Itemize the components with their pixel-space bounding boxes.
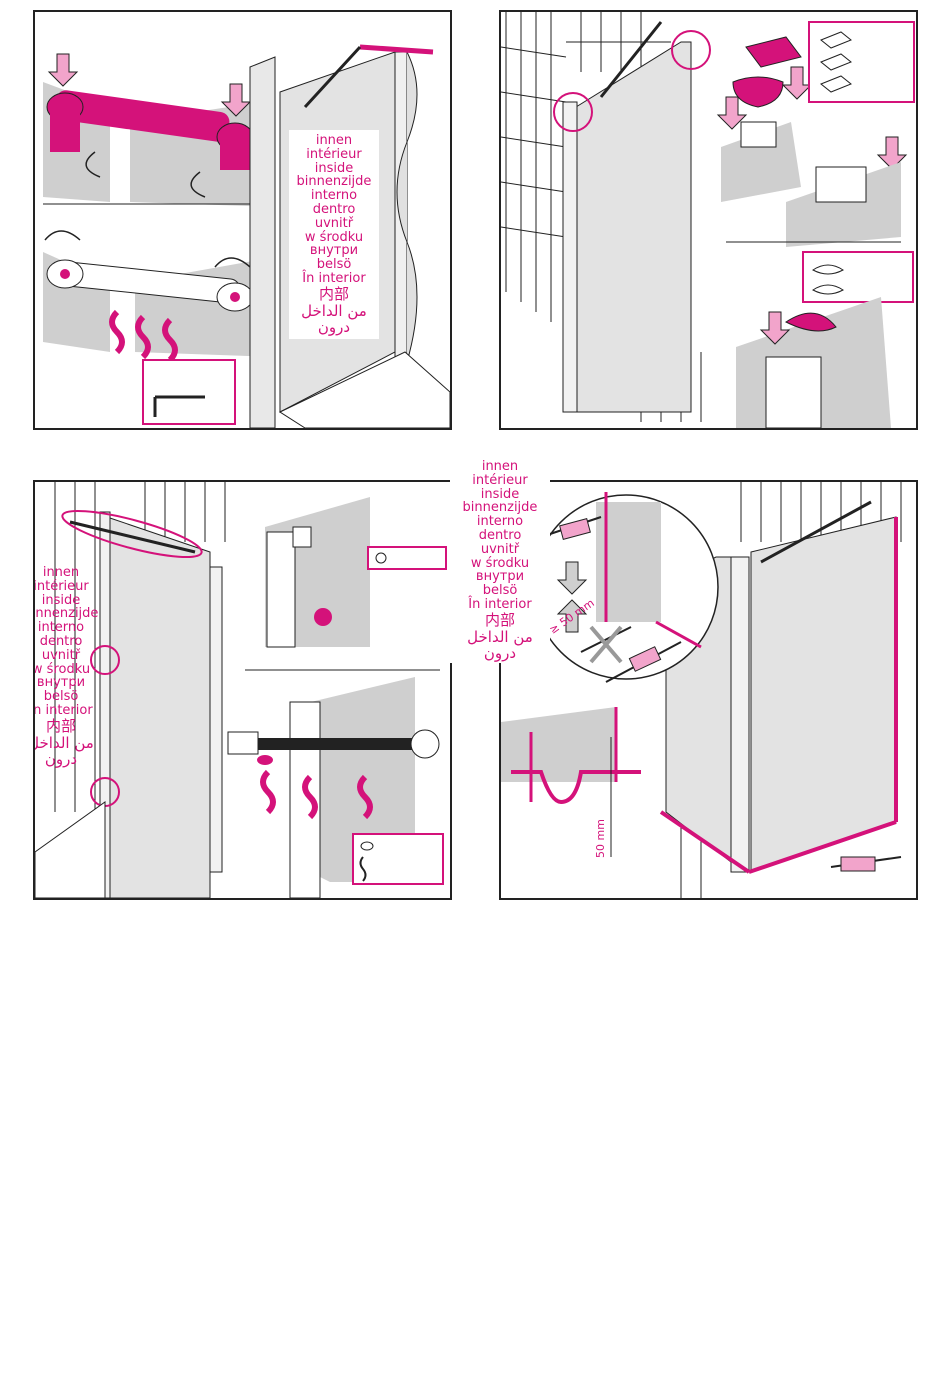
label-en: inside xyxy=(314,160,354,176)
step-panel-2 xyxy=(499,10,918,430)
label-de: innen xyxy=(42,565,80,580)
label-it: interno xyxy=(37,620,85,636)
label-nl: binnenzijde xyxy=(35,606,99,622)
label-cs: uvnitř xyxy=(314,215,354,231)
label-nl: binnenzijde xyxy=(462,500,538,516)
label-hu: belsö xyxy=(482,583,518,599)
label-pl: w środku xyxy=(470,555,530,571)
label-ar: من الداخل xyxy=(301,301,367,320)
label-en: inside xyxy=(41,592,81,608)
label-zh: 内部 xyxy=(484,610,515,629)
label-fa: درون xyxy=(44,749,78,768)
label-fr: intérieur xyxy=(472,472,528,488)
label-ar: من الداخل xyxy=(33,733,94,752)
label-ro: În interior xyxy=(302,270,366,286)
label-ru: внутри xyxy=(36,675,86,691)
label-zh: 内部 xyxy=(45,716,76,735)
label-pl: w środku xyxy=(33,661,91,677)
label-en: inside xyxy=(480,486,520,502)
panel-2-illustration xyxy=(501,12,915,428)
label-pl: w środku xyxy=(304,229,364,245)
label-de: innen xyxy=(315,133,353,148)
label-es: dentro xyxy=(312,201,356,217)
label-hu: belsö xyxy=(43,689,79,705)
panel-4-illustration xyxy=(501,482,902,898)
step-panel-3: innen intérieur inside binnenzijde inter… xyxy=(33,480,452,900)
label-fr: intérieur xyxy=(33,578,89,594)
inside-label-list: innen intérieur inside binnenzijde inter… xyxy=(450,458,550,663)
step-panel-1: innen intérieur inside binnenzijde inter… xyxy=(33,10,452,430)
panel-3-illustration xyxy=(35,482,447,898)
label-de: innen xyxy=(481,459,519,474)
label-zh: 内部 xyxy=(318,284,349,303)
label-fr: intérieur xyxy=(306,146,362,162)
distance-label: 50 mm xyxy=(593,819,607,858)
label-fa: درون xyxy=(483,643,517,662)
inside-label-list: innen intérieur inside binnenzijde inter… xyxy=(289,130,379,339)
label-cs: uvnitř xyxy=(41,647,81,663)
label-es: dentro xyxy=(39,633,83,649)
panel-1-illustration xyxy=(43,44,450,428)
tile-grid xyxy=(54,482,226,812)
label-ru: внутри xyxy=(475,569,525,585)
label-fa: درون xyxy=(317,317,351,336)
label-nl: binnenzijde xyxy=(296,174,372,190)
step-panel-4: ≥ 50 mm 50 mm xyxy=(499,480,918,900)
label-ru: внутри xyxy=(309,243,359,259)
label-cs: uvnitř xyxy=(480,541,520,557)
label-it: interno xyxy=(310,188,358,204)
label-ro: În interior xyxy=(33,702,93,718)
inside-label-list: innen intérieur inside binnenzijde inter… xyxy=(33,565,115,768)
label-hu: belsö xyxy=(316,257,352,273)
label-es: dentro xyxy=(478,527,522,543)
label-ro: În interior xyxy=(468,596,532,612)
label-ar: من الداخل xyxy=(467,627,533,646)
label-it: interno xyxy=(476,514,524,530)
